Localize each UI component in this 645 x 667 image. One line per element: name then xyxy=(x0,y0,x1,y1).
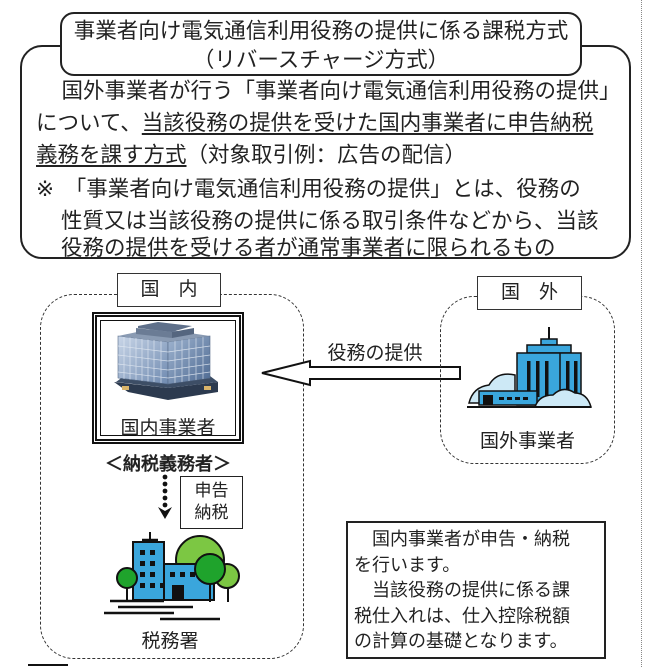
title-line-1: 事業者向け電気通信利用役務の提供に係る課税方式 xyxy=(73,19,569,44)
description-line-3-underlined: 義務を課す方式 xyxy=(36,143,187,168)
description-line-2: について、当該役務の提供を受けた国内事業者に申告納税 xyxy=(36,108,593,140)
description-line-3-plain: （対象取引例：広告の配信） xyxy=(186,143,467,168)
description-line-2-plain: について、 xyxy=(36,111,142,136)
description-line-3: 義務を課す方式（対象取引例：広告の配信） xyxy=(36,140,466,172)
taxpayer-label: ＜納税義務者＞ xyxy=(105,454,231,475)
left-arrow-icon xyxy=(261,359,461,387)
domestic-label: 国 内 xyxy=(117,273,221,307)
foreign-business-caption: 国外事業者 xyxy=(479,430,575,452)
info-line-5: の計算の基礎となります。 xyxy=(354,631,568,652)
description-line-1: 国外事業者が行う「事業者向け電気通信利用役務の提供」 xyxy=(40,79,621,104)
info-line-4: 税仕入れは、仕入控除税額 xyxy=(354,605,570,627)
foreign-label: 国 外 xyxy=(477,276,582,310)
explanation-box xyxy=(20,45,631,259)
service-provision-label: 役務の提供 xyxy=(327,342,423,364)
info-box: 国内事業者が申告・納税 を行います。 当該役務の提供に係る課 税仕入れは、仕入控… xyxy=(346,521,606,659)
foreign-building-icon xyxy=(467,327,592,408)
note-line-2: 性質又は当該役務の提供に係る取引条件などから、当該 xyxy=(61,209,599,234)
title-line-2: （リバースチャージ方式） xyxy=(192,48,450,73)
filing-label-box: 申告 納税 xyxy=(180,476,243,529)
info-line-3: 当該役務の提供に係る課 xyxy=(354,580,570,601)
note-line-3: 役務の提供を受ける者が通常事業者に限られるもの xyxy=(61,236,556,261)
domestic-business-caption: 国内事業者 xyxy=(120,417,216,439)
title-box: 事業者向け電気通信利用役務の提供に係る課税方式 （リバースチャージ方式） xyxy=(60,12,582,76)
note-line-1: ※ 「事業者向け電気通信利用役務の提供」とは、役務の xyxy=(36,177,581,202)
page-margin-line xyxy=(641,0,642,667)
tax-office-icon xyxy=(104,532,240,621)
office-building-icon xyxy=(114,322,218,400)
info-line-1: 国内事業者が申告・納税 xyxy=(354,529,570,550)
filing-label-line-2: 納税 xyxy=(194,503,229,523)
dotted-down-arrow-icon xyxy=(158,474,172,519)
tax-office-caption: 税務署 xyxy=(141,630,199,652)
info-line-2: を行います。 xyxy=(354,554,461,576)
description-line-2-underlined: 当該役務の提供を受けた国内事業者に申告納税 xyxy=(141,111,594,136)
footer-rule xyxy=(28,664,68,666)
filing-label-line-1: 申告 xyxy=(194,481,229,501)
